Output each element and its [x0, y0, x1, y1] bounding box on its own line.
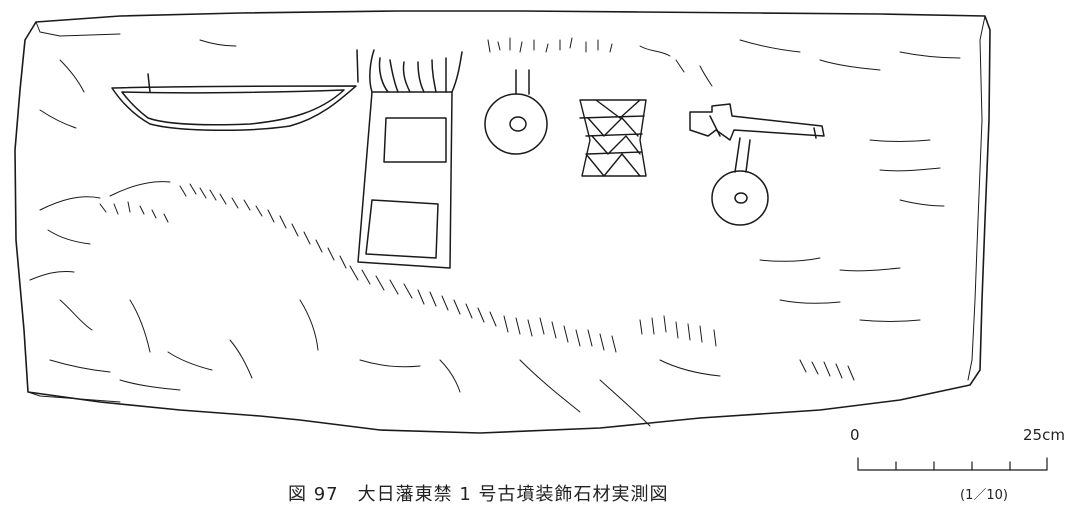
circle-motif-lower: [711, 137, 769, 226]
scale-max-label: 25cm: [1023, 426, 1065, 444]
triangle-panel-motif: [579, 99, 647, 177]
scale-bar: [857, 457, 1048, 471]
boat-motif: [111, 49, 359, 131]
circle-motif-upper: [484, 69, 548, 155]
scale-ratio-label: (1／10): [960, 488, 1008, 503]
figure-caption: 図 97 大日藩東禁 1 号古墳装飾石材実測図: [288, 484, 669, 505]
quiver-motif: [357, 49, 463, 269]
axe-motif: [689, 103, 825, 141]
surface-texture: [29, 37, 961, 427]
scale-zero-label: 0: [850, 426, 860, 444]
stone-outline: [14, 10, 991, 434]
